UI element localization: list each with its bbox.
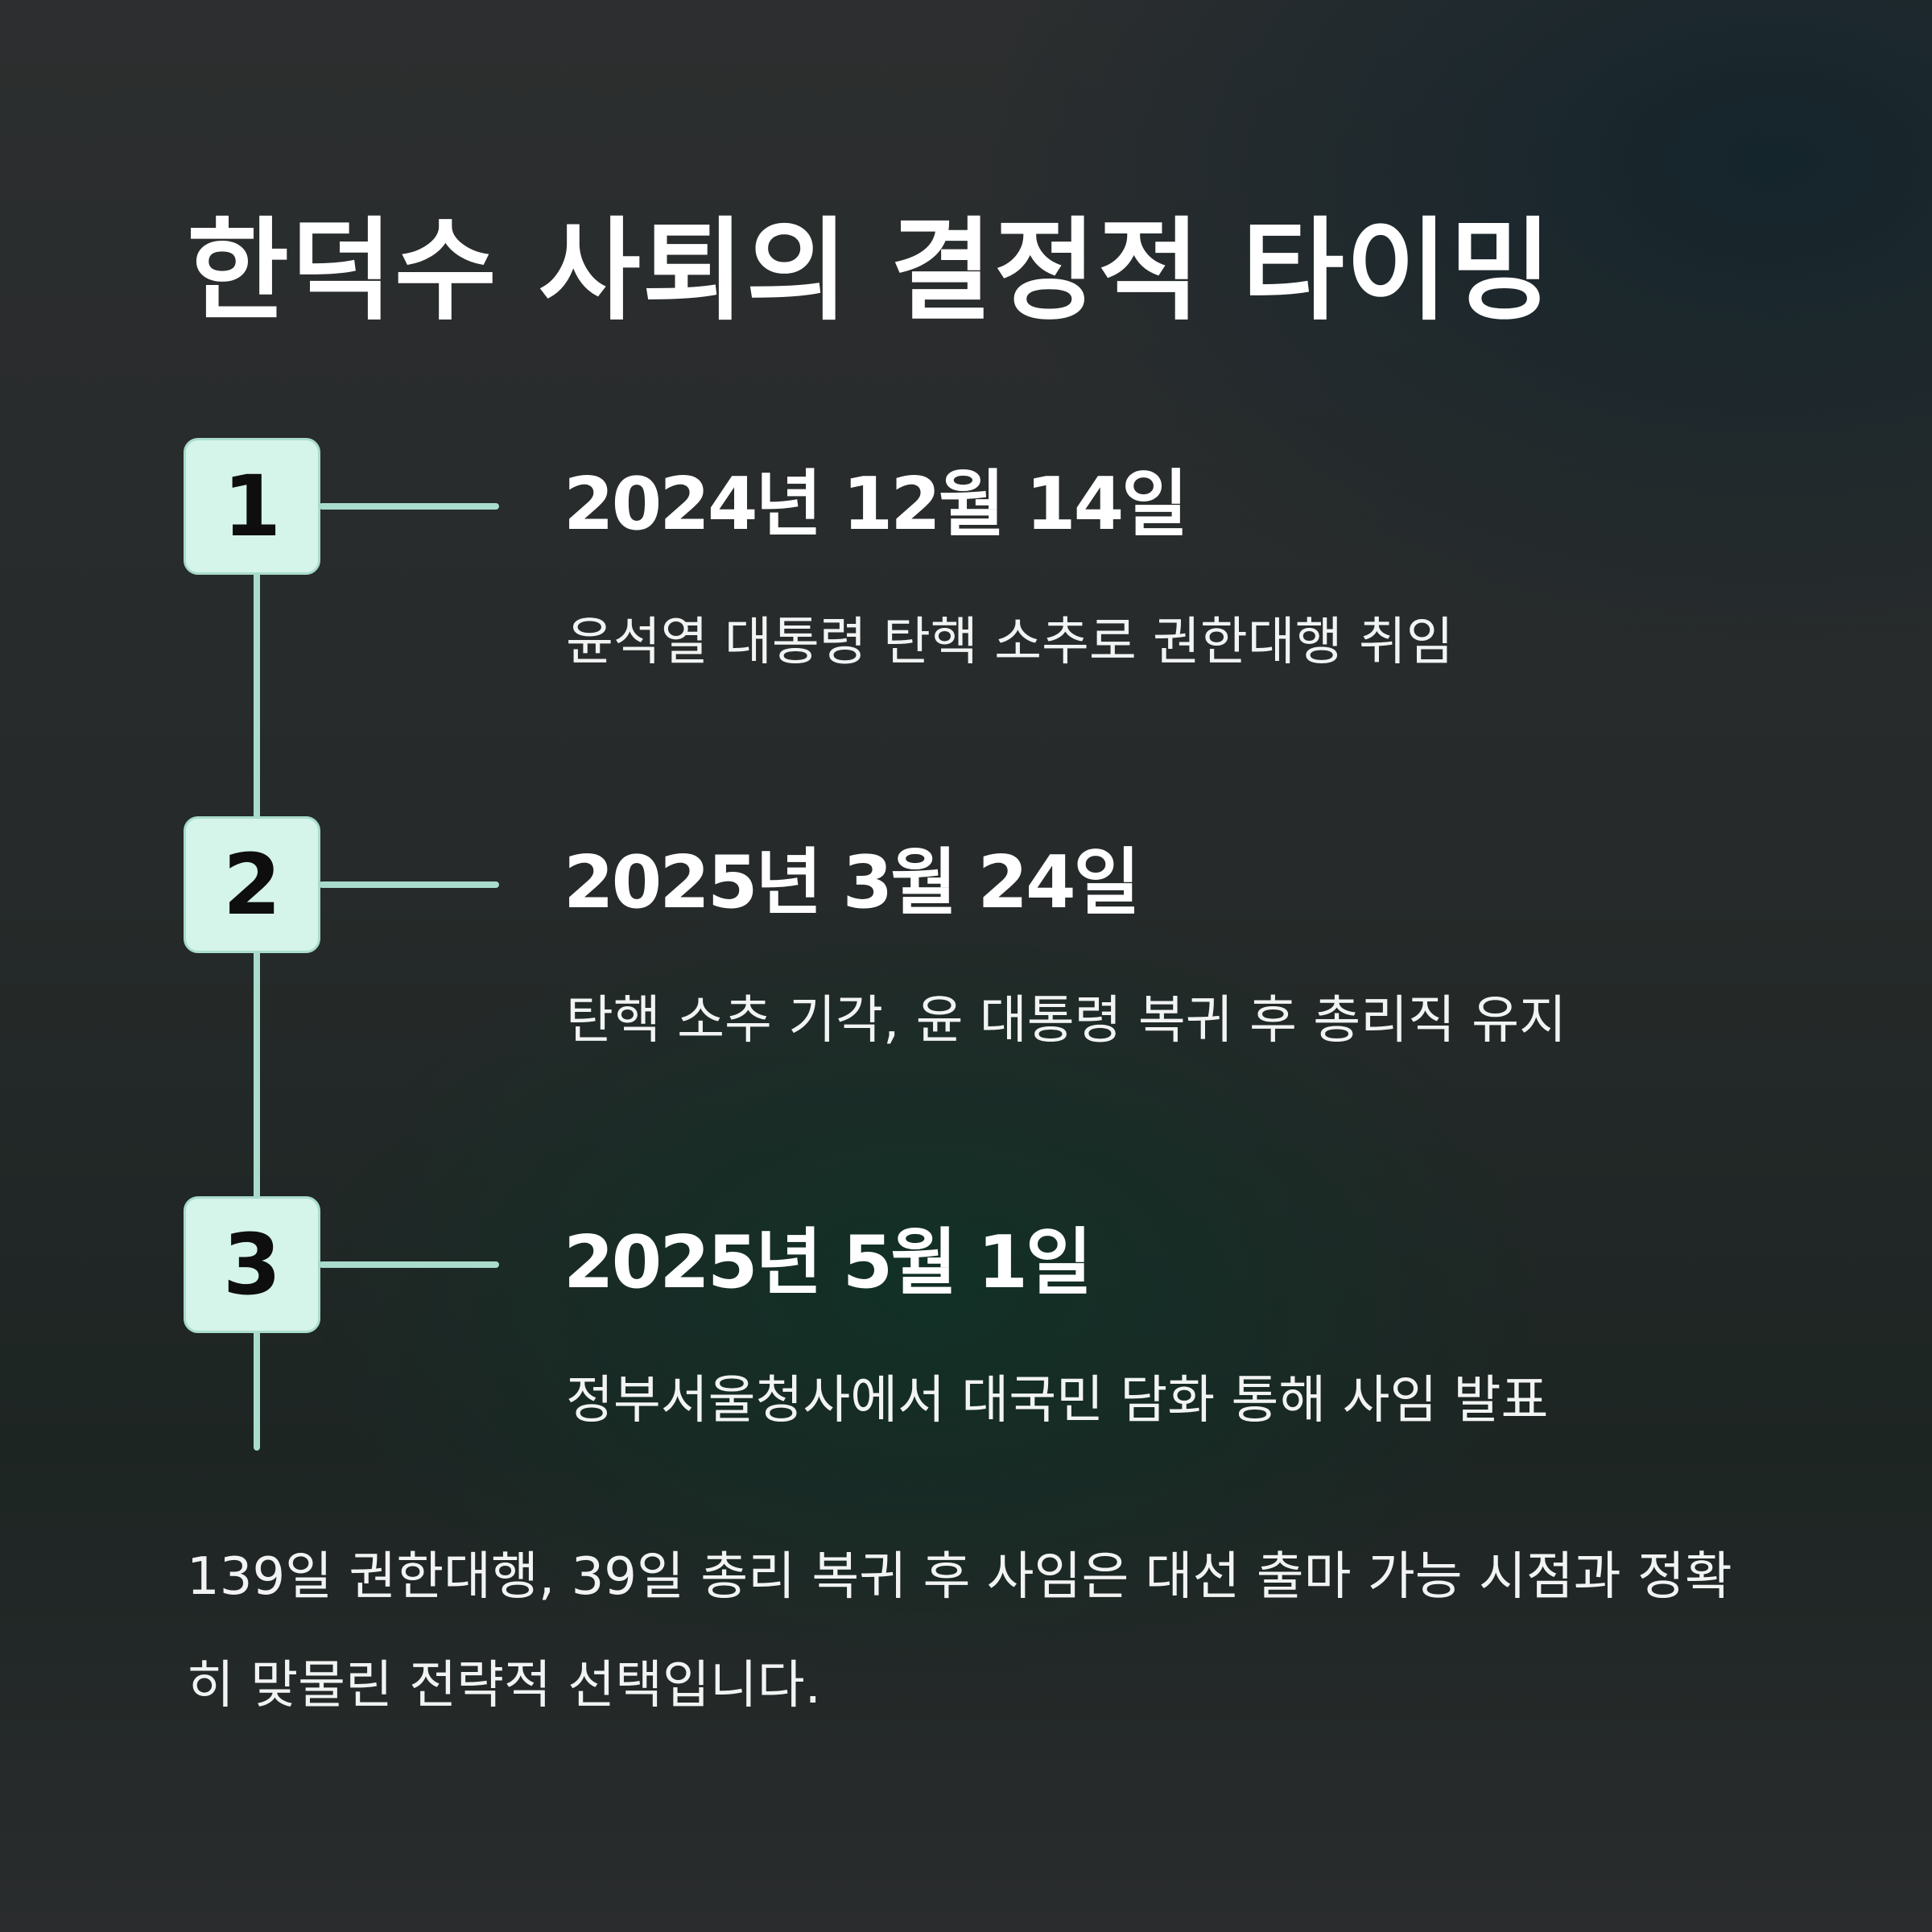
- step-number-badge: 3: [184, 1196, 320, 1333]
- timeline-step-1: 1 2024년 12월 14일 윤석열 대통령 탄핵 소추로 권한대행 취임: [0, 438, 1932, 668]
- step-description: 윤석열 대통령 탄핵 소추로 권한대행 취임: [566, 613, 1454, 672]
- timeline-step-3: 3 2025년 5월 1일 정부서울청사에서 대국민 담화 통해 사임 발표: [0, 1196, 1932, 1426]
- step-date: 2024년 12월 14일: [564, 462, 1188, 547]
- step-connector: [319, 1261, 499, 1268]
- step-connector: [319, 881, 499, 888]
- step-number-badge: 2: [184, 816, 320, 953]
- timeline-step-2: 2 2025년 3월 24일 탄핵 소추 기각, 윤 대통령 복귀 후 총리직 …: [0, 816, 1932, 1046]
- step-description: 탄핵 소추 기각, 윤 대통령 복귀 후 총리직 유지: [566, 991, 1567, 1051]
- timeline-line: [254, 507, 260, 1451]
- step-number-badge: 1: [184, 438, 320, 575]
- step-description: 정부서울청사에서 대국민 담화 통해 사임 발표: [566, 1371, 1549, 1430]
- page-title: 한덕수 사퇴의 결정적 타이밍: [187, 206, 1554, 336]
- summary-text: 139일 권한대행, 39일 총리 복귀 후 사임은 대선 출마 가능 시점과 …: [187, 1547, 1732, 1715]
- step-date: 2025년 5월 1일: [564, 1220, 1092, 1305]
- step-connector: [319, 503, 499, 510]
- step-date: 2025년 3월 24일: [564, 840, 1140, 925]
